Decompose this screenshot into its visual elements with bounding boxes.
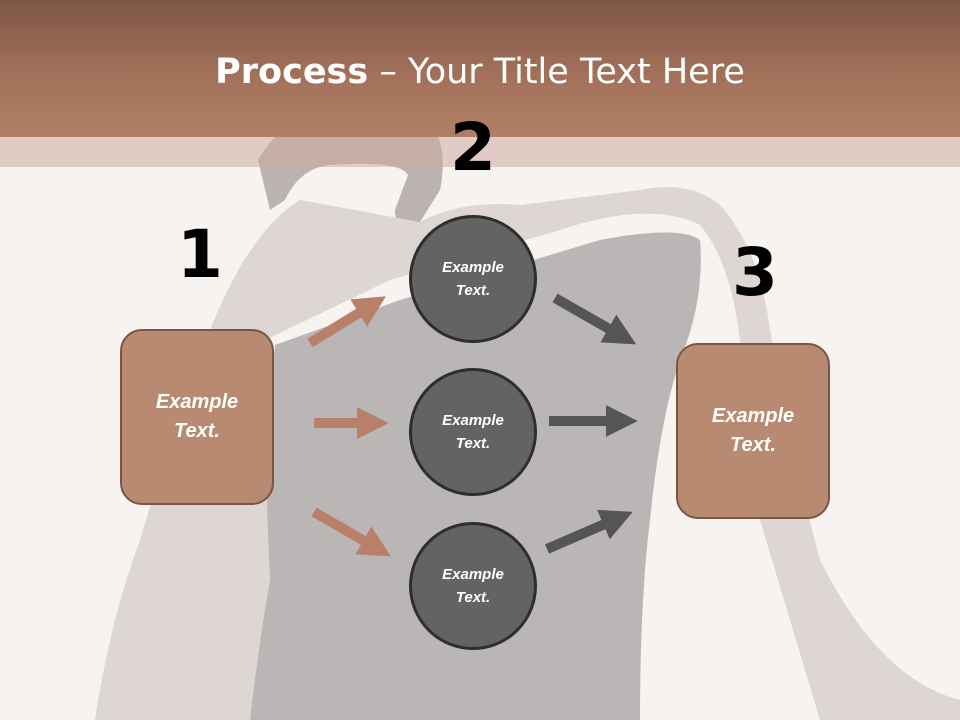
arrow-left-to-top <box>307 296 386 348</box>
step-number-2: 2 <box>450 109 496 186</box>
step-circle-middle: Example Text. <box>409 368 537 496</box>
circle-bottom-line-2: Text. <box>455 589 491 606</box>
box-right-line-1: Example <box>711 405 795 427</box>
title-bar-band <box>0 137 960 167</box>
circle-middle-line-1: Example <box>442 412 504 429</box>
title-bar <box>0 0 960 137</box>
step-circle-bottom: Example Text. <box>409 522 537 650</box>
circle-middle-line-2: Text. <box>455 435 491 452</box>
box-left-line-2: Text. <box>174 420 220 442</box>
circle-bottom-line-1: Example <box>442 566 504 583</box>
step-number-1: 1 <box>177 216 223 293</box>
step-circle-top: Example Text. <box>409 215 537 343</box>
arrow-top-to-right <box>552 293 637 345</box>
circle-top-line-2: Text. <box>455 282 491 299</box>
slide-title: Process – Your Title Text Here <box>0 52 960 92</box>
step-box-right: Example Text. <box>676 343 830 519</box>
title-text-part: – Your Title Text Here <box>368 52 745 92</box>
box-left-line-1: Example <box>155 391 239 413</box>
step-box-left: Example Text. <box>120 329 274 505</box>
box-right-line-2: Text. <box>730 434 776 456</box>
step-number-3: 3 <box>732 234 778 311</box>
figure-skin <box>95 187 960 720</box>
arrow-left-to-bottom <box>311 507 392 557</box>
circle-top-line-1: Example <box>442 259 504 276</box>
title-bold-part: Process <box>215 52 369 92</box>
arrow-bottom-to-right <box>545 509 633 554</box>
